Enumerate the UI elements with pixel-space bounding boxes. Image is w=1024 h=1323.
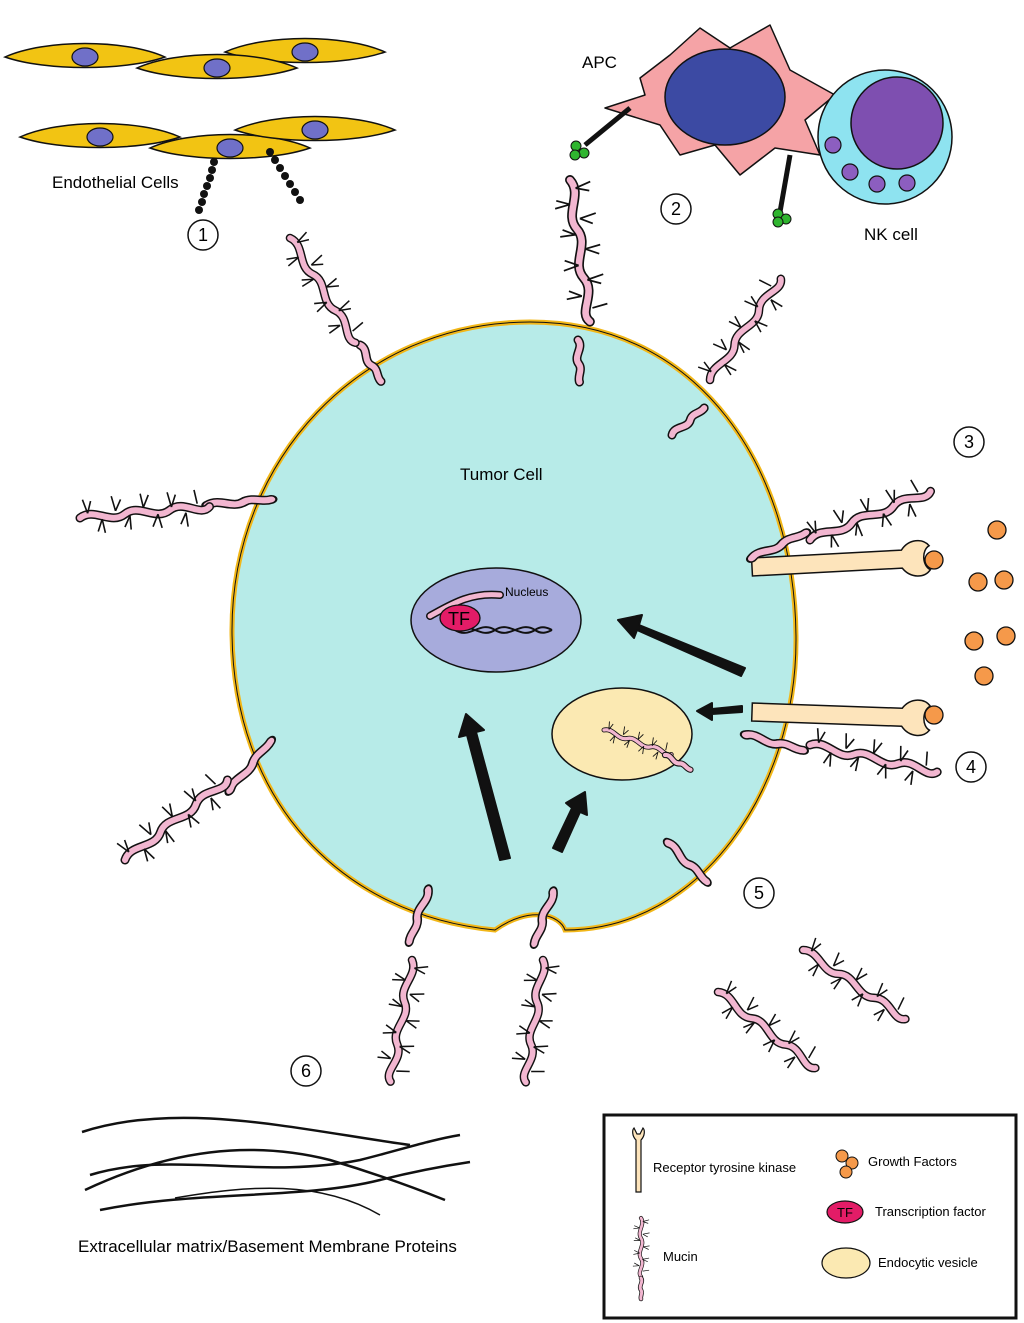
svg-text:TF: TF (837, 1205, 853, 1220)
legend-rtk-label: Receptor tyrosine kinase (653, 1160, 796, 1175)
tf-label: TF (448, 609, 470, 629)
growth-factors (964, 520, 1016, 686)
endocytic-vesicle (551, 687, 692, 781)
legend-tf-icon: TF (826, 1200, 864, 1224)
step-4: 4 (955, 751, 987, 783)
step-3: 3 (953, 426, 985, 458)
ecm-label: Extracellular matrix/Basement Membrane P… (78, 1237, 457, 1256)
apc-cell: APC (569, 24, 836, 228)
endothelial-label: Endothelial Cells (52, 173, 179, 192)
svg-text:2: 2 (671, 199, 681, 219)
apc-label: APC (582, 53, 617, 72)
svg-text:4: 4 (966, 757, 976, 777)
legend-gf-label: Growth Factors (868, 1154, 957, 1169)
adhesion-bead-chains (195, 148, 304, 214)
step-6: 6 (290, 1055, 322, 1087)
tf-protein (439, 604, 481, 632)
step-markers: 1 2 3 4 5 6 (187, 193, 987, 1087)
endothelial-cells: Endothelial Cells (4, 37, 396, 214)
dna-helix (454, 626, 553, 634)
svg-text:1: 1 (198, 225, 208, 245)
legend-rtk-icon (632, 1126, 645, 1193)
step-5: 5 (743, 877, 775, 909)
step-2: 2 (660, 193, 692, 225)
legend-tf-label: Transcription factor (875, 1204, 986, 1219)
nk-label: NK cell (864, 225, 918, 244)
legend-mucin-label: Mucin (663, 1249, 698, 1264)
svg-text:6: 6 (301, 1061, 311, 1081)
ecm-fibers: Extracellular matrix/Basement Membrane P… (78, 1116, 471, 1256)
legend: Receptor tyrosine kinase Growth Factors … (602, 1113, 1018, 1320)
legend-vesicle-label: Endocytic vesicle (878, 1255, 978, 1270)
svg-text:5: 5 (754, 883, 764, 903)
antigen-clusters (569, 140, 792, 228)
legend-gf-icon (835, 1149, 859, 1179)
tumor-label: Tumor Cell (460, 465, 543, 484)
nucleus-label: Nucleus (505, 585, 548, 599)
nk-cell: NK cell (817, 69, 953, 244)
signal-arrows (458, 614, 746, 861)
legend-vesicle-icon (821, 1247, 871, 1279)
step-1: 1 (187, 219, 219, 251)
svg-text:3: 3 (964, 432, 974, 452)
nucleus: TF Nucleus (410, 567, 582, 673)
